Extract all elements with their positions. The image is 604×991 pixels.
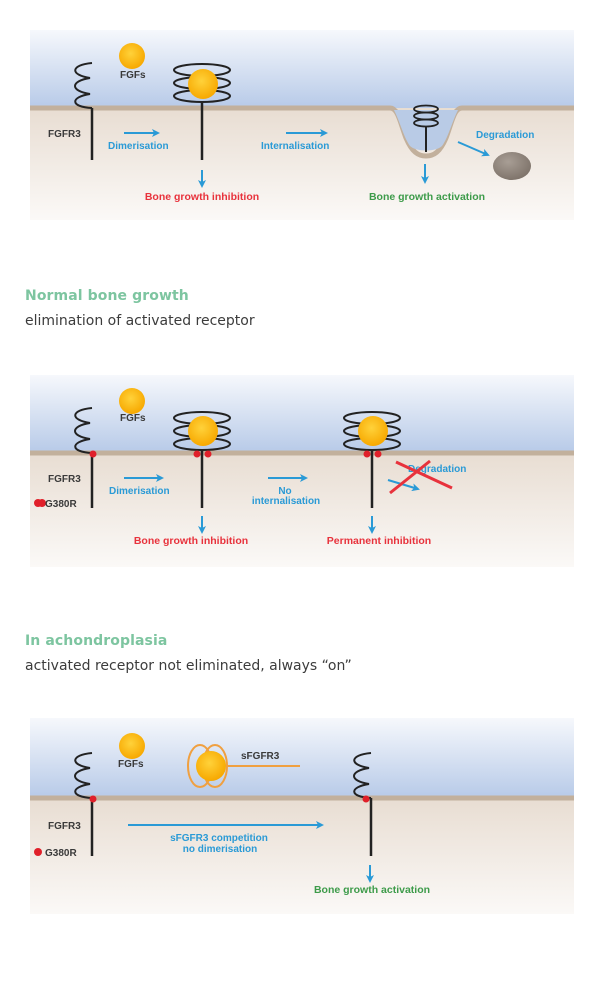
caption-achondroplasia: In achondroplasia activated receptor not… xyxy=(25,633,352,674)
diagram-achondroplasia-svg: FGFs FGFR3 G380R Dimerisation Bone growt… xyxy=(30,375,574,567)
sfgfr3-label: sFGFR3 xyxy=(241,751,280,762)
g380r-mutation-icon xyxy=(362,795,370,803)
internalised-receptor-icon xyxy=(413,104,439,152)
fgf-ligand-icon xyxy=(119,43,145,69)
intracellular-space xyxy=(30,108,574,220)
intracellular-space xyxy=(30,453,574,567)
dimerisation-label: Dimerisation xyxy=(109,486,170,497)
extracellular-space xyxy=(30,718,574,798)
competition-label-line1: sFGFR3 competition xyxy=(170,833,268,844)
diagram-sfgfr3-svg: FGFs FGFR3 G380R sFGFR3 sFGFR3 competiti… xyxy=(30,718,574,914)
internalisation-label: Internalisation xyxy=(261,141,329,152)
g380r-label: G380R xyxy=(45,848,77,859)
caption-title: Normal bone growth xyxy=(25,288,189,304)
bone-growth-activation-label: Bone growth activation xyxy=(314,884,430,896)
diagram-normal-bone-growth: FGFs FGFR3 Dimerisation Bone growth inhi… xyxy=(30,30,574,220)
fgfr3-label: FGFR3 xyxy=(48,821,81,832)
intracellular-space xyxy=(30,798,574,914)
g380r-mutation-icon xyxy=(89,450,97,458)
fgfs-label: FGFs xyxy=(118,759,144,770)
fgfr3-dimer-icon xyxy=(173,411,231,508)
g380r-mutation-icon xyxy=(89,795,97,803)
fgfr3-free-receptor-icon xyxy=(353,752,373,856)
caption-subtitle: elimination of activated receptor xyxy=(25,313,255,329)
bone-growth-inhibition-label: Bone growth inhibition xyxy=(145,191,259,203)
mutation-legend-dot-icon xyxy=(34,848,42,856)
fgf-ligand-icon xyxy=(119,733,145,759)
caption-subtitle: activated receptor not eliminated, alway… xyxy=(25,658,352,674)
competition-label-line2: no dimerisation xyxy=(183,844,257,855)
diagram-sfgfr3-competition: FGFs FGFR3 G380R sFGFR3 sFGFR3 competiti… xyxy=(30,718,574,914)
g380r-mutation-icon xyxy=(374,450,382,458)
degradation-arrow-icon xyxy=(457,141,490,157)
permanent-inhibition-label: Permanent inhibition xyxy=(327,535,431,547)
fgfr3-label: FGFR3 xyxy=(48,129,81,140)
sfgfr3-decoy-icon xyxy=(187,744,300,788)
no-internalisation-label-line1: No xyxy=(278,486,291,497)
no-internalisation-label-line2: internalisation xyxy=(252,496,320,507)
g380r-label: G380R xyxy=(45,499,77,510)
fgfr3-receptor-icon xyxy=(74,62,94,160)
caption-title: In achondroplasia xyxy=(25,633,168,649)
mutation-legend-dot-icon xyxy=(34,499,42,507)
degradation-label: Degradation xyxy=(408,464,466,475)
bone-growth-inhibition-label: Bone growth inhibition xyxy=(134,535,248,547)
fgfr3-receptor-icon xyxy=(74,407,94,508)
fgfs-label: FGFs xyxy=(120,413,146,424)
fgfr3-dimer-icon xyxy=(173,63,231,160)
blocked-cross-icon xyxy=(389,459,453,495)
extracellular-space xyxy=(30,30,574,108)
fgf-ligand-icon xyxy=(119,388,145,414)
caption-normal: Normal bone growth elimination of activa… xyxy=(25,288,255,329)
fgfr3-persistent-dimer-icon xyxy=(343,411,401,508)
fgfs-label: FGFs xyxy=(120,70,146,81)
fgfr3-receptor-icon xyxy=(74,752,94,856)
fgfr3-label: FGFR3 xyxy=(48,474,81,485)
g380r-mutation-icon xyxy=(204,450,212,458)
degradation-label: Degradation xyxy=(476,130,534,141)
degraded-receptor-icon xyxy=(493,152,531,180)
extracellular-space xyxy=(30,375,574,453)
dimerisation-label: Dimerisation xyxy=(108,141,169,152)
g380r-mutation-icon xyxy=(363,450,371,458)
bone-growth-activation-label: Bone growth activation xyxy=(369,191,485,203)
diagram-achondroplasia: FGFs FGFR3 G380R Dimerisation Bone growt… xyxy=(30,375,574,567)
diagram-normal-svg: FGFs FGFR3 Dimerisation Bone growth inhi… xyxy=(30,30,574,220)
g380r-mutation-icon xyxy=(193,450,201,458)
